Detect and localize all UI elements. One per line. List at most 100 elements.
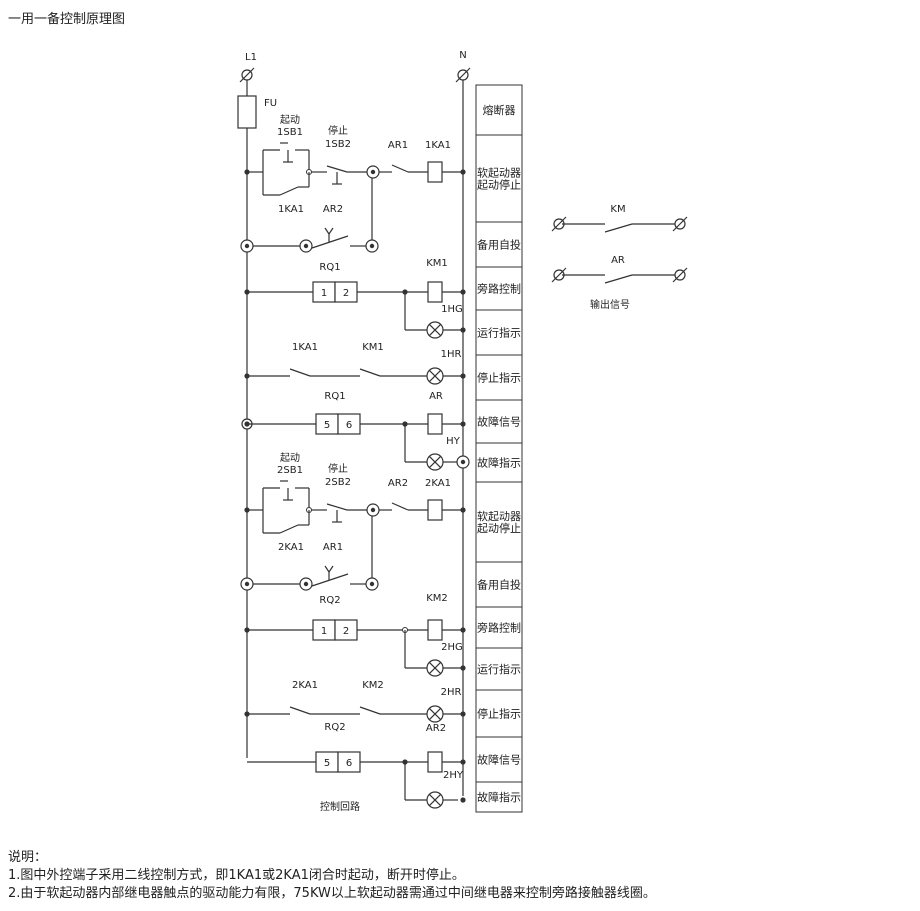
terminal-number: 6: [346, 758, 352, 769]
function-cell: [475, 309, 523, 356]
relay-contact-label: 1KA1: [278, 204, 304, 215]
fuse-label: FU: [264, 98, 277, 109]
terminal-slash: [455, 67, 471, 83]
junction-dot: [460, 759, 466, 765]
function-cell-label: 起动停止: [477, 178, 521, 192]
junction-dot: [460, 421, 466, 427]
terminal-number: 5: [324, 420, 330, 431]
ar-contact-label: AR1: [388, 140, 408, 151]
terminal-number: 5: [324, 758, 330, 769]
km-coil-icon: [427, 619, 443, 641]
function-cell-label: 故障指示: [477, 456, 521, 470]
start-button-id: 1SB1: [277, 127, 303, 138]
ar-loop-label: AR2: [323, 204, 343, 215]
function-cell-label: 故障信号: [477, 415, 521, 429]
function-cell: [475, 134, 523, 223]
terminal-center: [370, 169, 376, 175]
terminal-number: 6: [346, 420, 352, 431]
note-item-2: 2.由于软起动器内部继电器触点的驱动能力有限，75KW以上软起动器需通过中间继电…: [8, 886, 656, 901]
terminal-slash: [672, 267, 688, 283]
l1-label: L1: [245, 52, 257, 63]
km-label: KM2: [426, 593, 448, 604]
note-item-1: 1.图中外控端子采用二线控制方式，即1KA1或2KA1闭合时起动，断开时停止。: [8, 868, 465, 883]
function-cell: [475, 266, 523, 311]
function-cell: [475, 84, 523, 136]
stop-button-id: 2SB2: [325, 477, 351, 488]
ar-coil-icon: [427, 751, 443, 773]
junction-dot: [460, 665, 466, 671]
fault-lamp-label: HY: [446, 436, 461, 447]
stop-contact-label: 2KA1: [292, 680, 318, 691]
junction-dot: [460, 373, 466, 379]
function-cell-label: 运行指示: [477, 662, 521, 676]
circuit-caption: 控制回路: [320, 800, 360, 813]
terminal-center: [369, 581, 375, 587]
lamp-cross: [428, 455, 442, 469]
contact-blade: [311, 235, 349, 249]
stop-button-id: 1SB2: [325, 139, 351, 150]
junction-dot: [460, 507, 466, 513]
function-cell-label: 软起动器: [477, 166, 521, 180]
relay-coil-icon: [427, 161, 443, 183]
junction-dot: [460, 711, 466, 717]
function-cell: [475, 647, 523, 691]
contact-blade: [289, 368, 311, 377]
stop-label: 停止: [328, 462, 348, 475]
contact-blade: [289, 706, 311, 715]
ar-coil-icon: [427, 413, 443, 435]
function-cell: [475, 561, 523, 608]
function-cell: [475, 781, 523, 813]
ar-coil-label: AR2: [426, 723, 446, 734]
function-cell: [475, 736, 523, 783]
page-title: 一用一备控制原理图: [8, 12, 126, 27]
function-cell-label: 软起动器: [477, 509, 521, 523]
terminal-center: [303, 581, 309, 587]
terminal-number: 2: [343, 288, 349, 299]
relay-label: 1KA1: [425, 140, 451, 151]
contact-cup: [328, 227, 334, 235]
contact-blade: [326, 165, 348, 173]
stop-contact-label: KM2: [362, 680, 384, 691]
output-signals-caption: 输出信号: [590, 298, 630, 311]
run-lamp-label: 2HG: [441, 642, 463, 653]
function-cell: [475, 689, 523, 738]
contact-blade: [359, 368, 381, 377]
terminal-center: [303, 243, 309, 249]
contact-cup: [324, 227, 330, 235]
terminal-center: [244, 243, 250, 249]
function-cell-label: 故障信号: [477, 753, 521, 767]
function-cell: [475, 481, 523, 563]
terminal-center: [369, 243, 375, 249]
relay-label: 2KA1: [425, 478, 451, 489]
terminal-center: [460, 459, 466, 465]
relay-coil-icon: [427, 499, 443, 521]
junction-dot: [460, 169, 466, 175]
rq-a-label: RQ2: [319, 595, 340, 606]
start-label: 起动: [280, 114, 300, 126]
lamp-cross: [428, 661, 442, 675]
output-contact-label: AR: [611, 255, 625, 266]
contact-blade: [359, 706, 381, 715]
stop-contact-label: 1KA1: [292, 342, 318, 353]
function-cell-label: 备用自投: [477, 238, 521, 252]
relay-contact-label: 2KA1: [278, 542, 304, 553]
lamp-cross: [428, 707, 442, 721]
terminal-number: 1: [321, 288, 327, 299]
contact-blade: [391, 502, 409, 511]
contact-blade: [279, 186, 299, 196]
junction-dot: [460, 327, 466, 333]
function-cell: [475, 606, 523, 649]
ar-loop-label: AR1: [323, 542, 343, 553]
notes-heading: 说明：: [8, 850, 48, 865]
function-cell: [475, 442, 523, 483]
contact-blade: [311, 573, 349, 587]
lamp-cross: [428, 369, 442, 383]
lamp-cross: [428, 793, 442, 807]
fuse-icon: [237, 95, 257, 129]
terminal-slash: [672, 216, 688, 232]
ar-contact-label: AR2: [388, 478, 408, 489]
notes: 说明： 1.图中外控端子采用二线控制方式，即1KA1或2KA1闭合时起动，断开时…: [8, 849, 656, 903]
function-cell-label: 备用自投: [477, 578, 521, 592]
terminal-number: 1: [321, 626, 327, 637]
terminal-slash: [551, 216, 567, 232]
